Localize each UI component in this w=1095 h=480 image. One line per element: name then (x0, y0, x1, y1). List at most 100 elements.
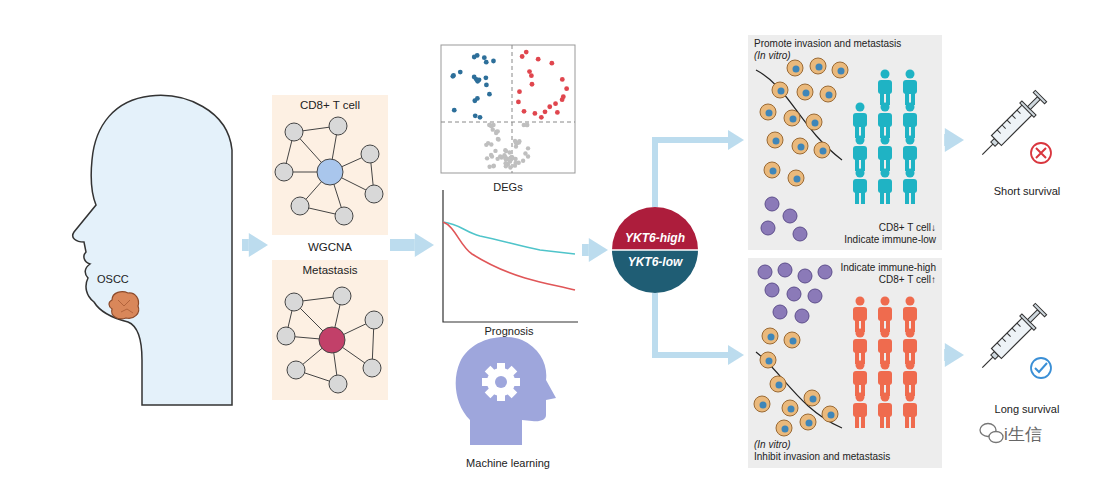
cell-nucleus (838, 68, 845, 75)
gene-dot (553, 101, 558, 106)
person-head (856, 329, 865, 338)
gene-dot (494, 131, 498, 135)
icon-label: Machine learning (466, 457, 550, 470)
person-head (906, 329, 915, 338)
cell-nucleus (773, 138, 780, 145)
person-leg (911, 192, 915, 204)
plunger-end (1033, 90, 1046, 103)
gene-dot (473, 113, 478, 118)
person-leg (880, 192, 884, 204)
barrel (991, 317, 1032, 358)
hub-node (317, 159, 343, 185)
person-icon (903, 393, 917, 429)
person-body (878, 179, 892, 193)
t-cell (808, 289, 822, 303)
gene-dot (508, 165, 512, 169)
graduation (1007, 333, 1011, 337)
gene-dot (478, 115, 483, 120)
plunger-end (1033, 303, 1046, 316)
gene-dot (482, 55, 487, 60)
person-icon (853, 136, 867, 172)
tumor-cell (810, 58, 826, 74)
flow-arrow (938, 349, 951, 361)
cell-nucleus (812, 120, 819, 127)
gene-dot (493, 149, 497, 153)
person-leg (880, 416, 884, 428)
divider (612, 249, 698, 251)
gene-dot (503, 148, 507, 152)
gene-dot (484, 143, 488, 147)
group-label: YKT6-low (628, 255, 683, 269)
module-title: Metastasis (303, 264, 358, 278)
tumor-cell (782, 400, 798, 416)
person-body (878, 80, 892, 94)
tumor-cell (760, 352, 776, 368)
gene-dot (484, 83, 489, 88)
network (275, 117, 383, 225)
person-body (878, 403, 892, 417)
t-cell (798, 269, 812, 283)
person-icon (903, 136, 917, 172)
cell-nucleus (806, 420, 813, 427)
person-icon (853, 361, 867, 397)
network-node (365, 311, 383, 329)
tumor-cell (797, 84, 813, 100)
person-icon (903, 103, 917, 139)
gene-dot (536, 57, 541, 62)
high-half (612, 207, 698, 250)
tumor-cell (776, 420, 792, 436)
head-outline (73, 95, 232, 405)
cell-nucleus (803, 90, 810, 97)
survival-outcome: Short survival (968, 80, 1086, 198)
person-body (878, 113, 892, 127)
gene-dot (527, 69, 532, 74)
t-cell (778, 263, 792, 277)
cell-nucleus (760, 402, 767, 409)
person-body (903, 403, 917, 417)
membrane-line (756, 70, 842, 160)
person-icon (878, 103, 892, 139)
tumor-cell (820, 86, 836, 102)
gene-dot (513, 139, 517, 143)
gene-dot (530, 82, 535, 87)
hub-node (319, 327, 345, 353)
t-cell (787, 287, 801, 301)
gene-dot (543, 109, 548, 114)
gene-dot (496, 137, 500, 141)
panel-ground (748, 35, 942, 250)
gear-body (487, 368, 515, 396)
needle (982, 143, 993, 154)
t-cell (773, 305, 787, 319)
tumor-cell (767, 132, 783, 148)
network-node (361, 145, 379, 163)
gene-dot (560, 77, 565, 82)
gene-dot (547, 104, 552, 109)
gene-dot (510, 155, 514, 159)
gene-dot (523, 151, 527, 155)
cell-nucleus (790, 338, 797, 345)
watermark: i生信 (1004, 423, 1042, 446)
gene-dot (451, 73, 456, 78)
person-leg (905, 416, 909, 428)
person-icon (878, 329, 892, 365)
threshold-line (512, 45, 513, 173)
survival-plot: Prognosis (438, 188, 580, 338)
gene-dot (487, 92, 492, 97)
plot-label: Prognosis (485, 325, 534, 338)
person-icon (903, 169, 917, 205)
panel-text: CD8+ T cell↑ (879, 274, 936, 286)
tumor-label: OSCC (97, 273, 240, 286)
head-silhouette (456, 337, 556, 445)
person-body (853, 339, 867, 353)
network-node (329, 117, 347, 135)
person-icon (853, 103, 867, 139)
ok-icon (1031, 358, 1051, 378)
fail-cross (1036, 148, 1046, 158)
person-icon (903, 297, 917, 333)
tumor-cell (754, 396, 770, 412)
gene-dot (524, 50, 529, 55)
person-icon (878, 361, 892, 397)
tumor-cell (787, 60, 803, 76)
ok-check (1035, 363, 1047, 372)
group-label: YKT6-high (625, 231, 685, 245)
